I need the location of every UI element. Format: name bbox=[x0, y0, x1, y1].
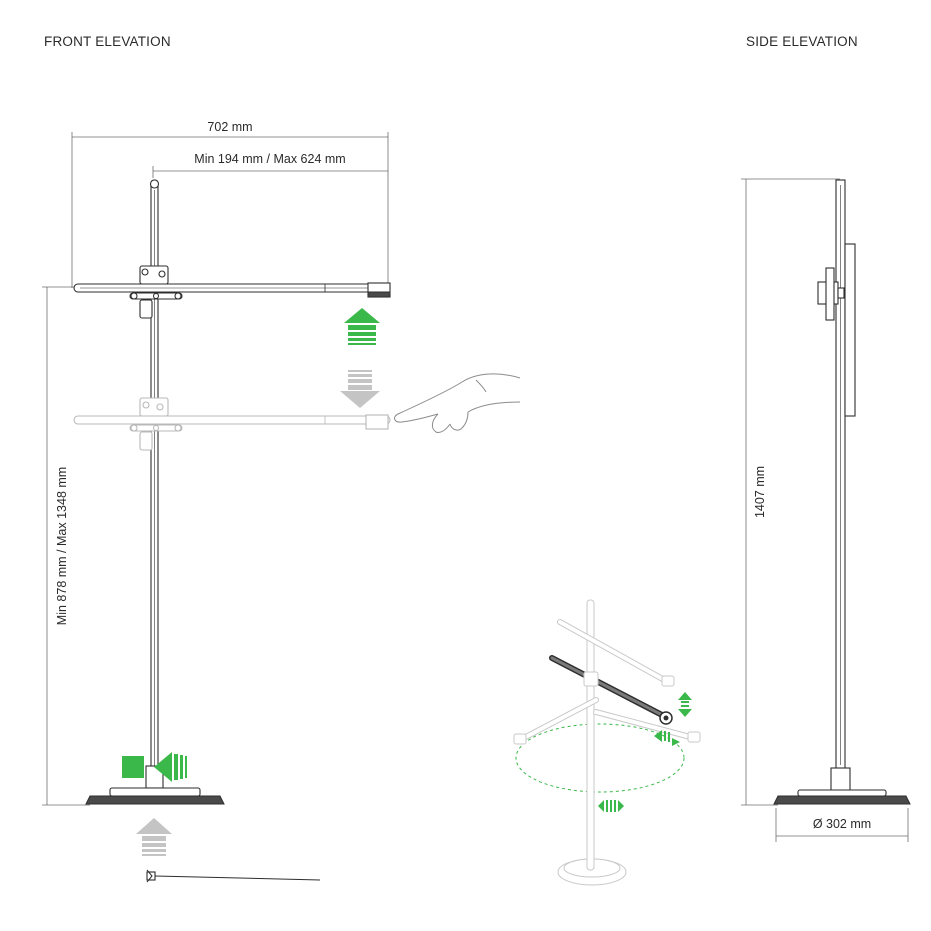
hand-pointer-icon bbox=[394, 373, 521, 433]
height-range-label: Min 878 mm / Max 1348 mm bbox=[55, 467, 69, 625]
side-height-dimension: 1407 mm bbox=[741, 178, 840, 806]
rotate-arrows-icon bbox=[598, 692, 692, 812]
arm-reach-label: Min 194 mm / Max 624 mm bbox=[194, 152, 345, 166]
arm-reach-dimension: Min 194 mm / Max 624 mm bbox=[152, 152, 388, 178]
perspective-view bbox=[513, 599, 701, 886]
front-elevation-title: FRONT ELEVATION bbox=[44, 34, 171, 49]
side-elevation-title: SIDE ELEVATION bbox=[746, 34, 858, 49]
front-elevation: 702 mm Min 194 mm / Max 624 mm Min 878 m… bbox=[42, 120, 521, 883]
base-diameter-dimension: Ø 302 mm bbox=[775, 808, 909, 842]
arrow-up-gray-icon bbox=[136, 818, 172, 856]
overall-width-label: 702 mm bbox=[207, 120, 252, 134]
side-lamp bbox=[773, 179, 911, 805]
front-lamp bbox=[73, 179, 391, 883]
arrow-up-green-icon bbox=[344, 308, 380, 345]
overall-width-dimension: 702 mm bbox=[71, 120, 389, 288]
arrow-left-green-icon bbox=[122, 752, 187, 782]
side-elevation: 1407 mm Ø 302 mm bbox=[741, 178, 911, 842]
height-dimension: Min 878 mm / Max 1348 mm bbox=[42, 286, 90, 806]
side-height-label: 1407 mm bbox=[753, 466, 767, 518]
arrow-down-gray-icon bbox=[340, 370, 380, 408]
front-lamp-ghost-arm bbox=[73, 397, 391, 451]
base-diameter-label: Ø 302 mm bbox=[813, 817, 871, 831]
